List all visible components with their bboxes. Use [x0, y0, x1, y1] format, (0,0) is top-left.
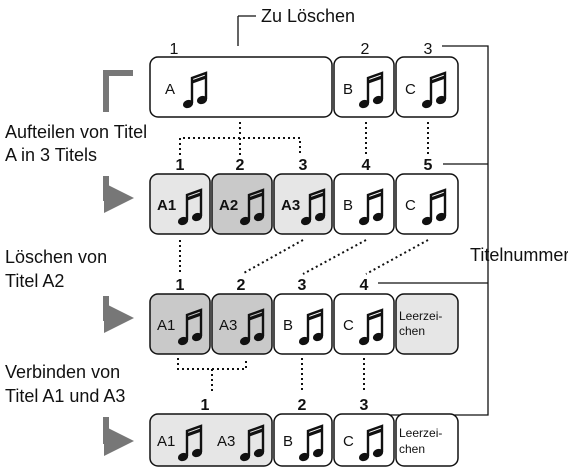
- row2-number-1: 1: [176, 157, 185, 174]
- label-loeschen-line1: Löschen von: [5, 247, 107, 267]
- row2-number-4: 4: [362, 157, 371, 174]
- row3-track-leerzeichen: [395, 293, 459, 355]
- row2-track-a2-label: A2: [219, 197, 238, 214]
- step-arrow-4: [103, 417, 134, 456]
- step-arrow-1: [103, 70, 133, 112]
- label-verbinden-line1: Verbinden von: [5, 362, 120, 382]
- callout-zu-loeschen: Zu Löschen: [261, 6, 355, 26]
- row3-number-2: 2: [237, 277, 246, 294]
- label-aufteilen-line2: A in 3 Titels: [5, 145, 97, 165]
- row3-track-a1-label: A1: [157, 317, 175, 334]
- row4-number-2: 2: [298, 397, 307, 414]
- row4-track-c-label: C: [343, 433, 354, 450]
- row3-track-a3-label: A3: [219, 317, 237, 334]
- row4-track-a1-a3: [149, 413, 273, 467]
- row4-track-a3-label: A3: [217, 433, 235, 450]
- row1-number-3: 3: [424, 41, 433, 58]
- row4-number-1: 1: [201, 397, 210, 414]
- label-aufteilen-line1: Aufteilen von Titel: [5, 122, 147, 142]
- row2-track-c-label: C: [405, 197, 416, 214]
- row1-track-c-label: C: [405, 81, 416, 98]
- label-verbinden-line2: Titel A1 und A3: [5, 386, 125, 406]
- row3-number-4: 4: [360, 277, 369, 294]
- row2-track-a1-label: A1: [157, 197, 176, 214]
- row3-track-b-label: B: [283, 317, 293, 334]
- titelnummer-label: Titelnummer: [470, 245, 568, 265]
- row3-track-c-label: C: [343, 317, 354, 334]
- row3-number-3: 3: [298, 277, 307, 294]
- row4-number-3: 3: [360, 397, 369, 414]
- row1-track-a: [149, 56, 333, 118]
- row4-leer-line1: Leerzei-: [399, 426, 442, 440]
- row3-leer-line2: chen: [399, 324, 425, 338]
- row2-number-2: 2: [236, 157, 245, 174]
- row1-number-1: 1: [170, 41, 179, 58]
- row4-track-b-label: B: [283, 433, 293, 450]
- row4-track-leerzeichen: [395, 413, 459, 467]
- row2-number-3: 3: [299, 157, 308, 174]
- step-arrow-2: [103, 176, 134, 213]
- row2-track-a3-label: A3: [281, 197, 300, 214]
- row2-track-b-label: B: [343, 197, 353, 214]
- row4-leer-line2: chen: [399, 442, 425, 456]
- row1-number-2: 2: [361, 41, 370, 58]
- row3-leer-line1: Leerzei-: [399, 309, 442, 323]
- row4-track-a1-label: A1: [157, 433, 175, 450]
- row1-track-b-label: B: [343, 81, 353, 98]
- row1-track-a-label: A: [165, 81, 175, 98]
- label-loeschen-line2: Titel A2: [5, 271, 64, 291]
- row3-number-1: 1: [176, 277, 185, 294]
- step-arrow-3: [103, 296, 134, 333]
- row2-number-5: 5: [424, 157, 433, 174]
